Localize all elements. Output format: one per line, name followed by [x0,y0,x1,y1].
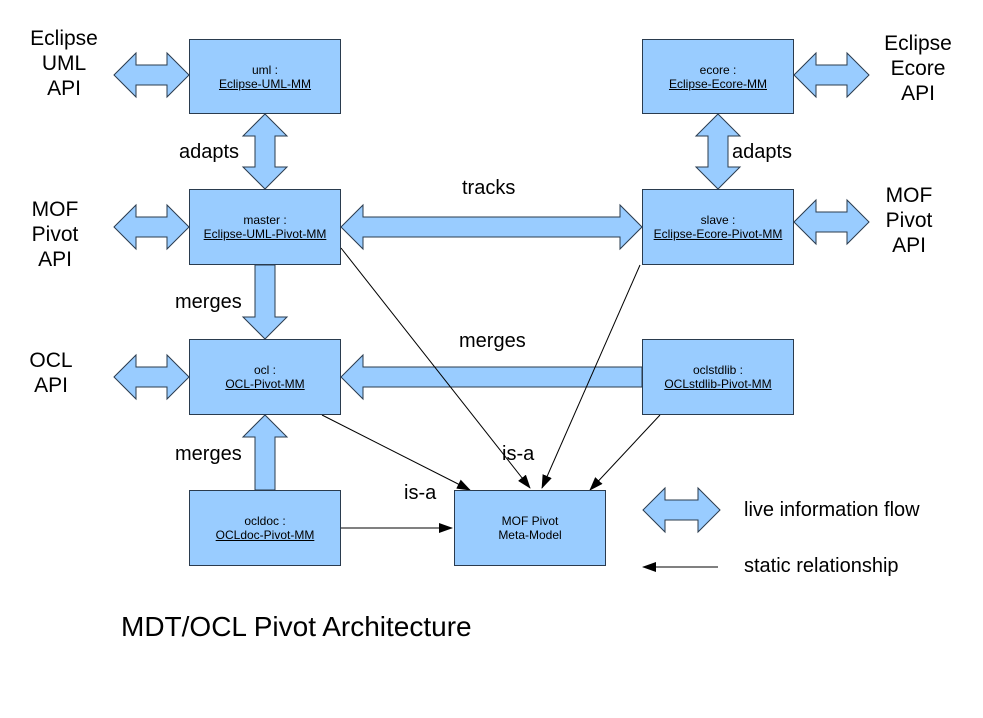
mof-pivot-api-left-label: MOF Pivot API [20,197,90,272]
ocl-api-flow-arrow [113,353,190,401]
api-line: OCL [29,349,73,372]
mof-box-line1: MOF Pivot [501,514,559,528]
tracks-label: tracks [462,177,516,199]
uml-metamodel-box: uml : Eclipse-UML-MM [189,39,341,114]
ecore-box-metamodel: Eclipse-Ecore-MM [668,76,767,91]
api-line: MOF [31,198,79,221]
api-line: API [38,248,72,271]
mof-pivot-metamodel-box: MOF Pivot Meta-Model [454,490,606,566]
master-pivot-box: master : Eclipse-UML-Pivot-MM [189,189,341,265]
uml-box-metamodel: Eclipse-UML-MM [218,76,311,91]
ocl-pivot-box: ocl : OCL-Pivot-MM [189,339,341,415]
ocl-api-label: OCL API [20,348,82,398]
uml-box-name: uml : [251,62,278,77]
ecore-api-flow-arrow [793,51,870,99]
legend-live-flow-label: live information flow [744,499,920,521]
master-box-metamodel: Eclipse-UML-Pivot-MM [203,227,327,241]
ocldoc-pivot-box: ocldoc : OCLdoc-Pivot-MM [189,490,341,566]
ecore-box-name: ecore : [699,62,737,77]
tracks-flow-arrow [340,203,643,251]
api-line: API [892,234,926,257]
diagram-title: MDT/OCL Pivot Architecture [121,611,472,642]
ocldoc-box-name: ocldoc : [244,514,286,528]
merges-doc-label: merges [175,443,242,465]
api-line: Pivot [885,209,933,232]
eclipse-ecore-api-label: Eclipse Ecore API [870,31,966,106]
merges-master-ocl-arrow [241,264,289,340]
merges-master-ocl-label: merges [175,291,242,313]
master-box-name: master : [243,213,287,227]
mof-pivot-left-flow-arrow [113,203,190,251]
oclstdlib-is-a-line [589,414,661,491]
ocldoc-box-metamodel: OCLdoc-Pivot-MM [215,528,315,542]
api-line: Pivot [31,223,79,246]
slave-box-name: slave : [700,213,736,227]
legend-live-arrow [642,486,721,534]
legend-static-relationship-label: static relationship [744,555,899,577]
api-line: MOF [885,184,933,207]
mof-pivot-right-flow-arrow [793,198,870,246]
oclstdlib-box-name: oclstdlib : [692,363,744,377]
adapts-right-label: adapts [732,141,793,163]
ecore-metamodel-box: ecore : Eclipse-Ecore-MM [642,39,794,114]
slave-pivot-box: slave : Eclipse-Ecore-Pivot-MM [642,189,794,265]
api-line: Eclipse [884,32,952,55]
oclstdlib-pivot-box: oclstdlib : OCLstdlib-Pivot-MM [642,339,794,415]
is-a-upper-label: is-a [502,443,535,465]
api-line: API [47,77,81,100]
ocl-box-name: ocl : [253,363,276,377]
adapts-left-label: adapts [179,141,240,163]
adapts-left-flow-arrow [241,113,289,190]
master-is-a-line [340,247,531,489]
mof-pivot-api-right-label: MOF Pivot API [872,183,946,258]
ocl-box-metamodel: OCL-Pivot-MM [225,377,305,391]
api-line: API [34,374,68,397]
eclipse-uml-api-label: Eclipse UML API [20,26,108,101]
merges-stdlib-arrow [340,353,643,401]
merges-stdlib-label: merges [459,330,526,352]
api-line: UML [41,52,87,75]
api-line: API [901,82,935,105]
oclstdlib-box-metamodel: OCLstdlib-Pivot-MM [664,377,772,391]
api-line: Eclipse [30,27,98,50]
uml-api-flow-arrow [113,51,190,99]
mof-box-line2: Meta-Model [498,528,562,542]
api-line: Ecore [890,57,946,80]
is-a-lower-label: is-a [404,482,437,504]
ocl-is-a-line [321,414,471,491]
slave-is-a-line [541,264,641,489]
slave-box-metamodel: Eclipse-Ecore-Pivot-MM [653,227,783,241]
merges-doc-arrow [241,414,289,491]
